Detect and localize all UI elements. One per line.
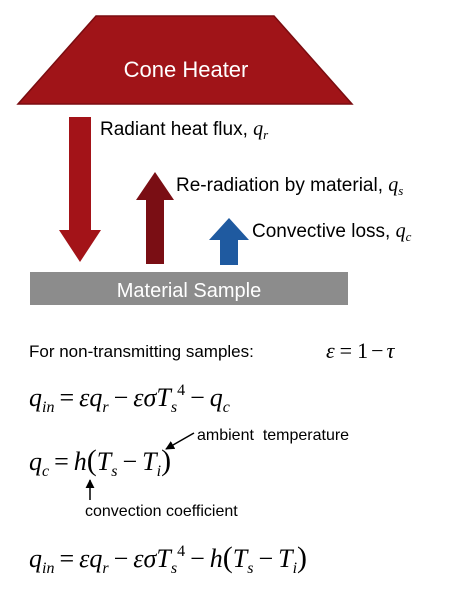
radiant-flux-arrow — [59, 117, 101, 262]
ambient-pointer-arrow — [165, 432, 195, 450]
reradiation-arrow — [136, 172, 174, 264]
cone-heater-label: Cone Heater — [124, 57, 249, 82]
energy-balance-equation: qin=εqr−εσTs4−qc — [29, 382, 230, 416]
convective-loss-arrow — [209, 218, 249, 265]
material-sample-label: Material Sample — [117, 280, 262, 302]
cone-heater-shape — [16, 15, 354, 105]
reradiation-label: Re-radiation by material, qs — [176, 174, 403, 198]
convection-equation: qc=h(Ts−Ti) — [29, 444, 171, 480]
material-sample-bar — [30, 272, 348, 305]
convective-loss-label: Convective loss, qc — [252, 220, 412, 244]
convection-coefficient-label: convection coefficient — [85, 503, 238, 520]
emissivity-relation: ε=1−τ — [326, 338, 396, 363]
combined-energy-equation: qin=εqr−εσTs4−h(Ts−Ti) — [29, 541, 307, 577]
ambient-temperature-label: ambient temperature — [197, 427, 349, 444]
radiant-flux-label: Radiant heat flux, qr — [100, 118, 269, 142]
condition-text: For non-transmitting samples: — [29, 342, 254, 361]
